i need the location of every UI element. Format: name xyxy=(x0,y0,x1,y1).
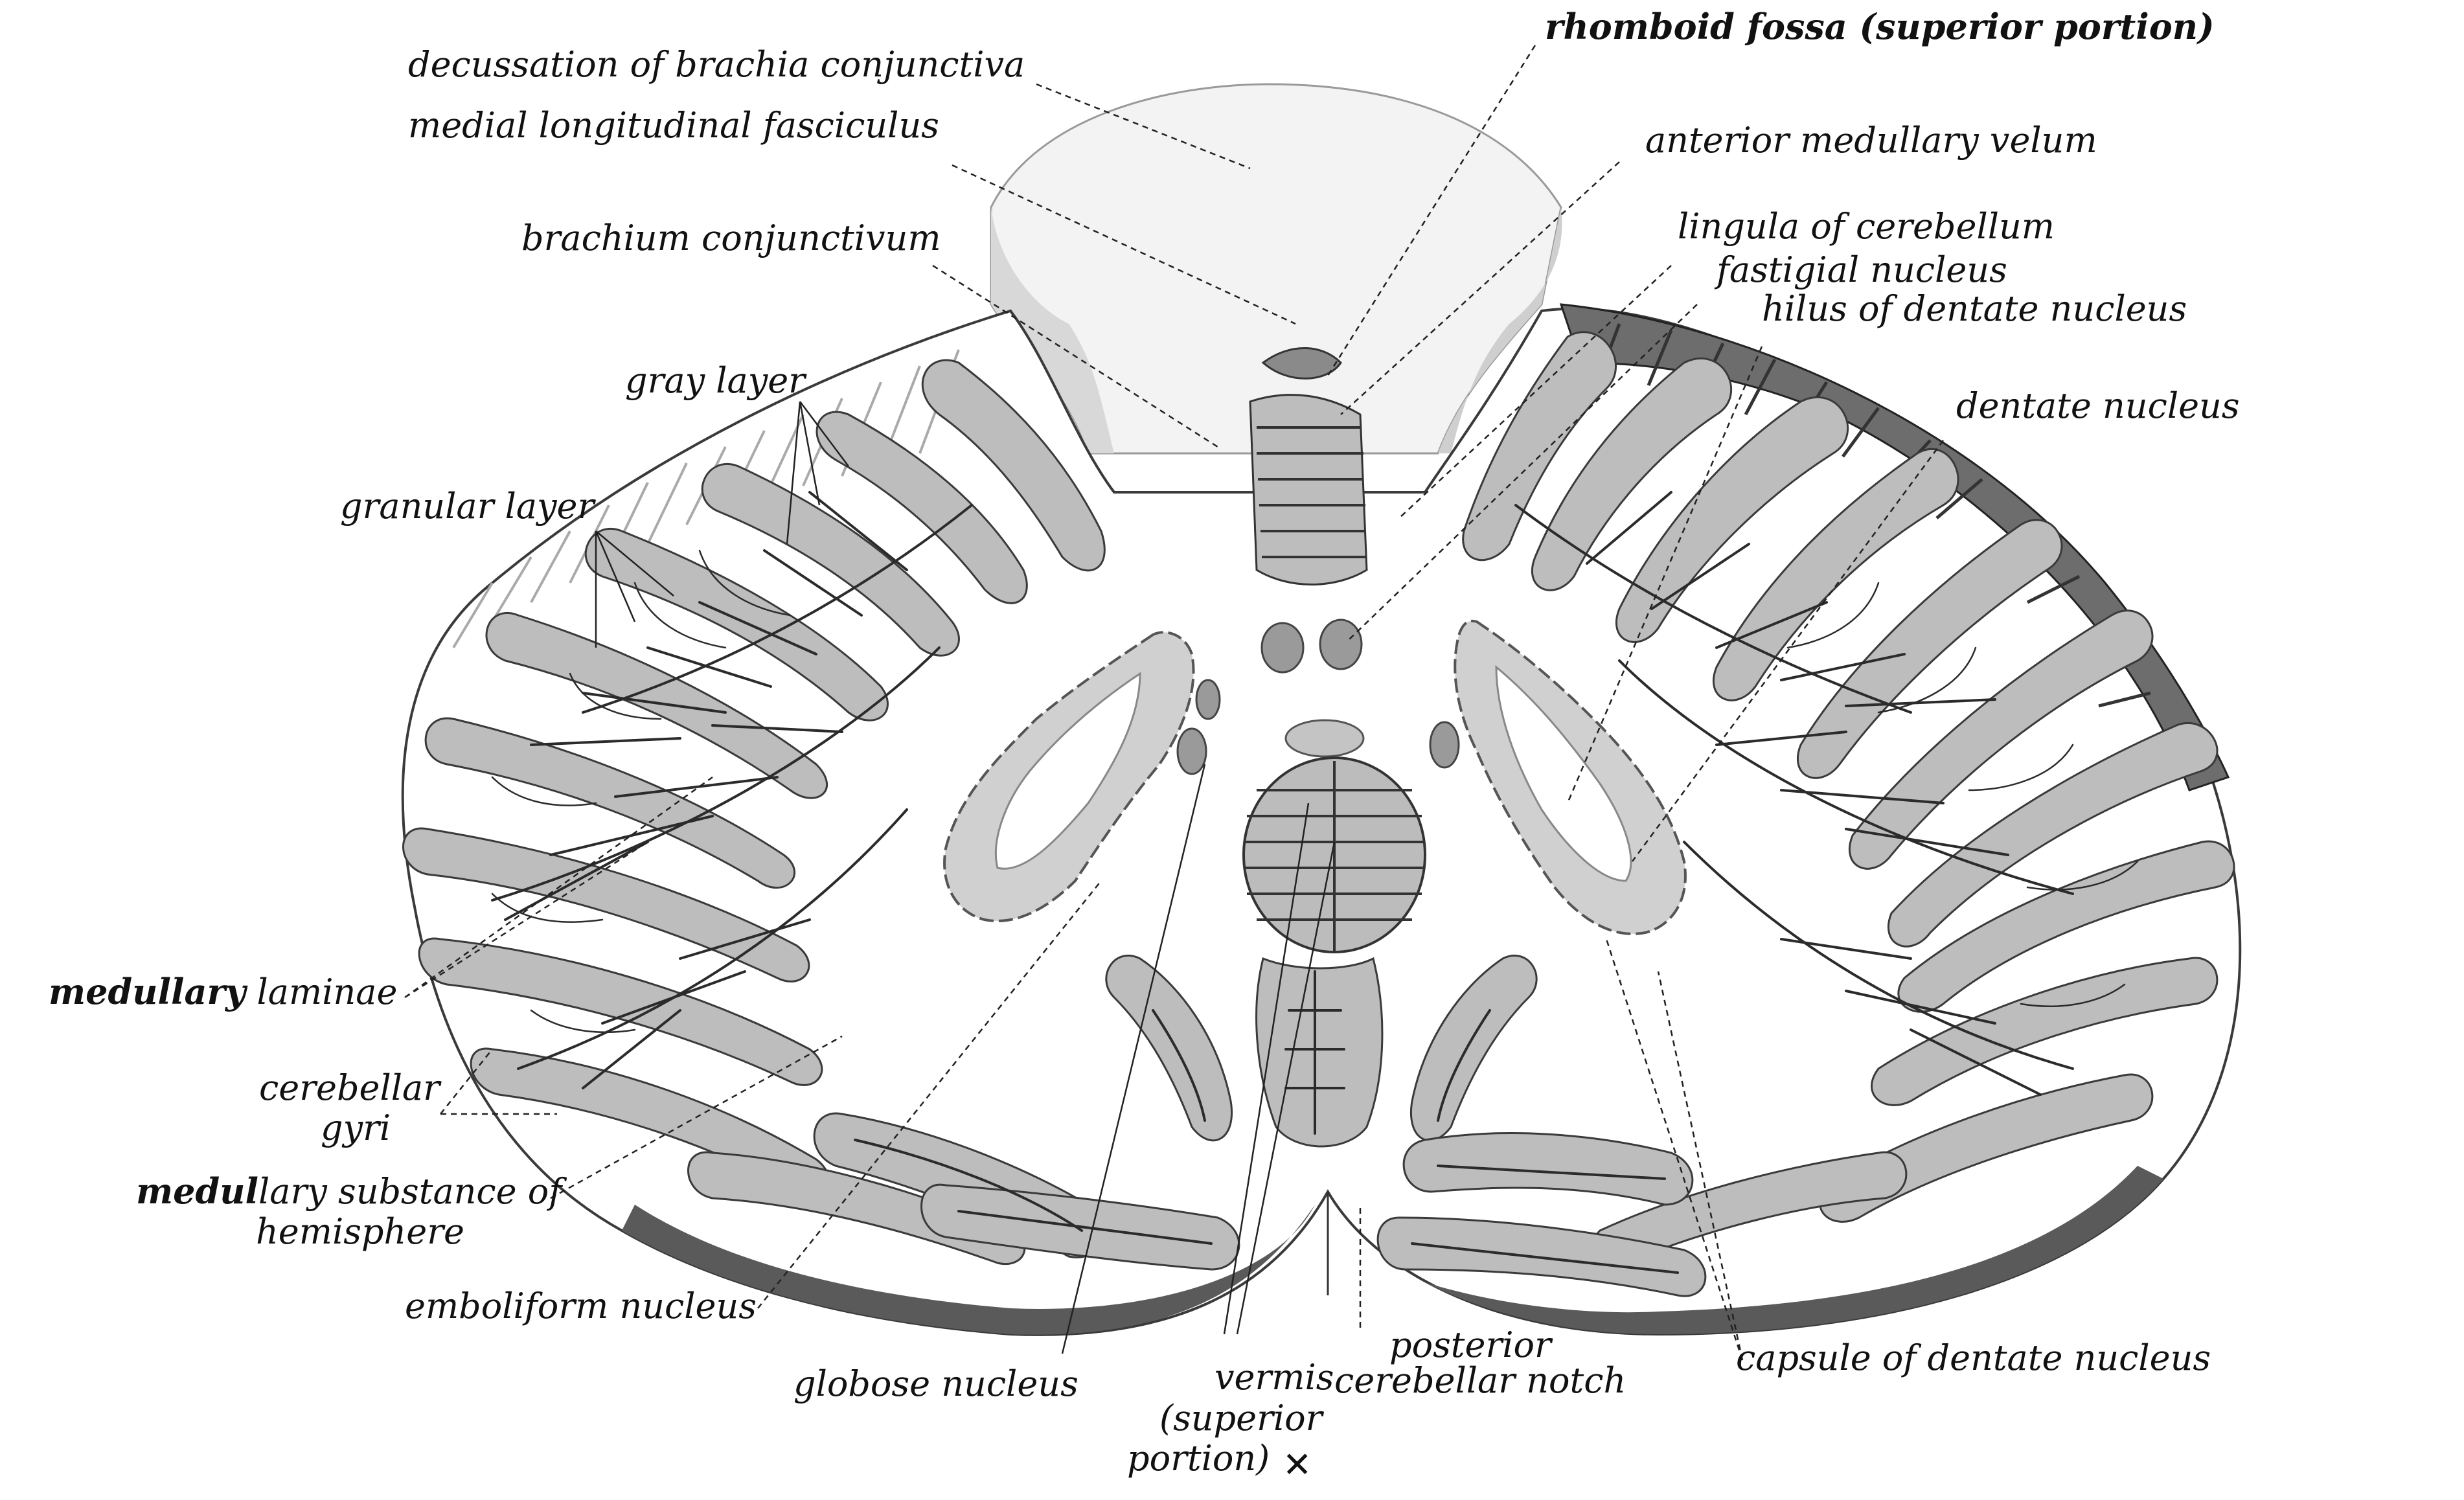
right-lower-lobule xyxy=(1402,1132,1694,1206)
label-capsule-of-dentate-nucleus: capsule of dentate nucleus xyxy=(1736,1337,2211,1378)
label-rhomboid-fossa: rhomboid fossa (superior portion) xyxy=(1545,6,2215,47)
label-hemisphere: hemisphere xyxy=(256,1211,464,1252)
x-mark: ✕ xyxy=(1283,1444,1312,1485)
fastigial-nucleus-left xyxy=(1261,622,1305,674)
label-granular-layer: granular layer xyxy=(340,486,597,527)
label-decussation: decussation of brachia conjunctiva xyxy=(408,44,1025,85)
label-medullary-laminae-bold: medullary xyxy=(49,971,248,1012)
label-anterior-medullary-velum: anterior medullary velum xyxy=(1645,120,2097,161)
fastigial-nucleus-right xyxy=(1319,619,1363,670)
right-dentate-inner xyxy=(1495,665,1632,882)
label-cerebellar: cerebellar xyxy=(259,1067,442,1108)
label-gyri: gyri xyxy=(321,1108,391,1148)
lower-lobule-folds xyxy=(854,1139,1679,1274)
emboliform-nucleus-left xyxy=(1195,679,1221,720)
brainstem xyxy=(990,83,1562,455)
label-fastigial-nucleus: fastigial nucleus xyxy=(1714,249,2007,290)
anterior-medullary-velum xyxy=(1261,347,1342,380)
cerebellum-illustration xyxy=(401,83,2242,1336)
label-globose-nucleus: globose nucleus xyxy=(793,1363,1078,1404)
label-hilus-of-dentate-nucleus: hilus of dentate nucleus xyxy=(1762,288,2187,329)
brainstem-left-shade xyxy=(991,207,1114,453)
lingula-stripes xyxy=(1257,426,1365,558)
inferior-vermis-left xyxy=(1105,954,1233,1142)
left-bottom-rim xyxy=(622,1205,1315,1335)
label-vermis-portion: portion) xyxy=(1127,1438,1270,1479)
right-surface-dark xyxy=(1559,303,2230,791)
lingula-of-cerebellum xyxy=(1249,394,1368,585)
label-medial-longitudinal-fasciculus: medial longitudinal fasciculus xyxy=(408,105,939,146)
label-cerebellar-notch: cerebellar notch xyxy=(1334,1360,1626,1401)
label-medullary-substance: medullary substance of xyxy=(136,1170,567,1212)
globose-nucleus-left xyxy=(1176,727,1207,775)
label-brachium-conjunctivum: brachium conjunctivum xyxy=(521,218,941,258)
inferior-vermis-folds xyxy=(1152,970,1491,1135)
left-dentate-inner xyxy=(994,672,1141,870)
globose-nucleus-right xyxy=(1429,721,1460,769)
brainstem-right-shade xyxy=(1438,207,1562,453)
left-hemisphere-folia xyxy=(402,359,1106,1265)
inferior-vermis-right xyxy=(1410,954,1538,1142)
label-medullary-substance-rest: lary substance of xyxy=(258,1171,567,1212)
label-medullary-laminae: medullary laminae xyxy=(49,971,397,1012)
right-hemisphere-folia xyxy=(1462,331,2235,1267)
nodule-top xyxy=(1284,719,1365,758)
leader-lines xyxy=(404,45,1945,1361)
right-bottom-rim xyxy=(1425,1166,2163,1334)
labels: decussation of brachia conjunctiva media… xyxy=(49,6,2240,1485)
label-dentate-nucleus: dentate nucleus xyxy=(1956,385,2240,426)
label-medullary-substance-bold: medul xyxy=(136,1170,258,1212)
label-posterior: posterior xyxy=(1389,1324,1553,1365)
label-vermis-superior: (superior xyxy=(1159,1398,1325,1438)
inferior-vermis-center xyxy=(1255,957,1384,1148)
label-emboliform-nucleus: emboliform nucleus xyxy=(405,1286,757,1326)
label-gray-layer: gray layer xyxy=(625,360,807,401)
label-medullary-laminae-rest: laminae xyxy=(245,972,397,1012)
label-vermis: vermis xyxy=(1215,1357,1334,1398)
label-lingula-of-cerebellum: lingula of cerebellum xyxy=(1678,206,2055,247)
